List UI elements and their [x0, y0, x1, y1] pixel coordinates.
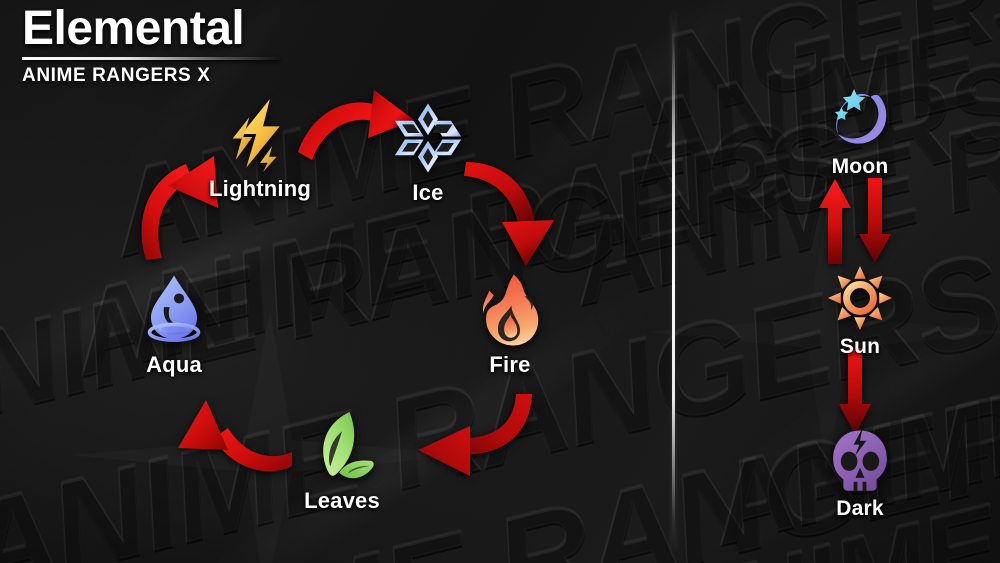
node-fire[interactable]: Fire: [440, 272, 580, 378]
node-label: Lightning: [209, 176, 311, 201]
node-moon[interactable]: Moon: [790, 85, 930, 179]
page-title: Elemental: [22, 2, 245, 55]
page-subtitle: ANIME RANGERS X: [22, 64, 211, 86]
water-drop-icon: [136, 272, 212, 348]
page-header: Elemental ANIME RANGERS X: [22, 4, 280, 87]
snowflake-icon: [390, 100, 466, 176]
flame-icon: [472, 272, 548, 348]
node-dark[interactable]: Dark: [790, 427, 930, 521]
node-leaves[interactable]: Leaves: [272, 408, 412, 514]
title-underline: [22, 56, 280, 60]
node-label: Sun: [839, 335, 881, 358]
node-label: Leaves: [304, 488, 380, 513]
node-label: Ice: [412, 180, 444, 205]
node-label: Fire: [489, 352, 531, 377]
panel-divider: [672, 14, 675, 549]
sun-icon: [827, 265, 893, 331]
node-aqua[interactable]: Aqua: [104, 272, 244, 378]
leaf-icon: [304, 408, 380, 484]
node-ice[interactable]: Ice: [358, 100, 498, 206]
skull-icon: [827, 427, 893, 493]
crescent-moon-icon: [827, 85, 893, 151]
node-sun[interactable]: Sun: [790, 265, 930, 359]
node-label: Dark: [836, 497, 884, 520]
node-label: Aqua: [146, 352, 202, 377]
lightning-bolt-icon: [222, 96, 298, 172]
node-label: Moon: [831, 155, 889, 178]
node-lightning[interactable]: Lightning: [190, 96, 330, 202]
